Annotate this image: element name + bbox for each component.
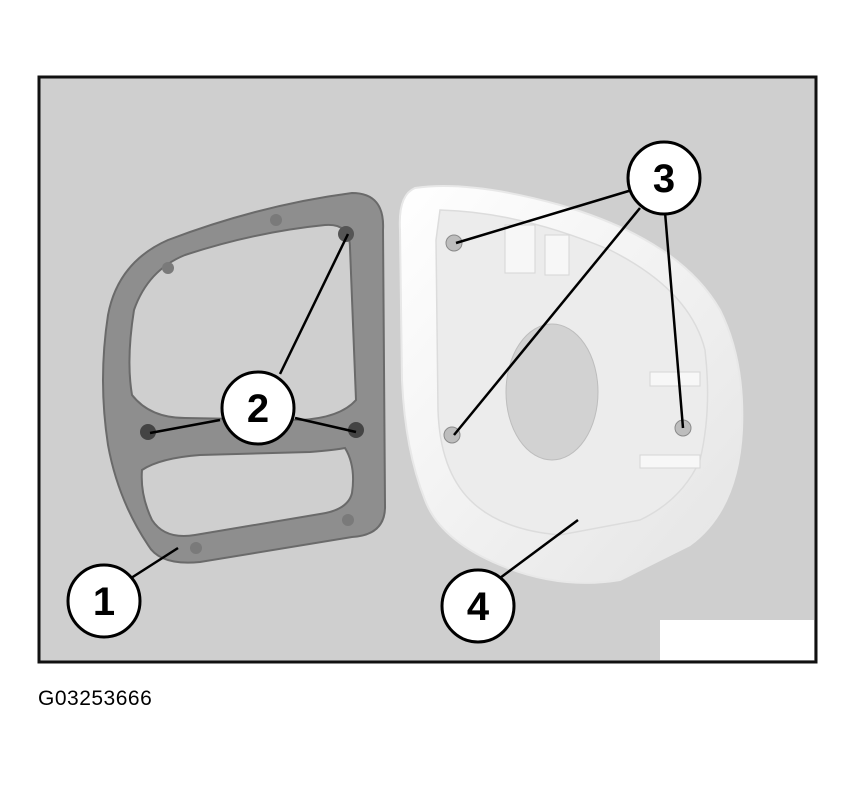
leader-4 xyxy=(499,518,579,580)
housing-stud-top-left xyxy=(445,234,463,252)
leader-3-c xyxy=(663,211,685,429)
housing-rib xyxy=(639,454,701,469)
callout-4: 4 xyxy=(440,568,516,644)
gasket-dimple xyxy=(270,214,282,226)
gasket xyxy=(102,191,387,564)
leader-2-right xyxy=(294,416,357,434)
housing-rib xyxy=(544,234,570,276)
callout-3-number: 3 xyxy=(653,157,675,201)
gasket-hole-right xyxy=(348,422,364,438)
gasket-hole-top-right xyxy=(338,226,354,242)
leader-3-a xyxy=(455,188,633,245)
callout-4-number: 4 xyxy=(467,585,490,629)
leader-lines xyxy=(127,188,685,582)
leader-2-top xyxy=(278,233,350,375)
callout-1: 1 xyxy=(66,563,142,639)
housing-rib xyxy=(504,224,536,274)
callout-2-number: 2 xyxy=(247,387,269,431)
callout-3: 3 xyxy=(626,140,702,216)
gasket-hole-left xyxy=(140,424,156,440)
housing-rib xyxy=(649,371,701,387)
housing xyxy=(398,185,744,584)
white-corner-patch xyxy=(660,620,814,660)
housing-opening xyxy=(505,323,599,461)
callout-1-number: 1 xyxy=(93,580,115,624)
gasket-dimple xyxy=(342,514,354,526)
leader-1 xyxy=(127,546,179,582)
callout-2: 2 xyxy=(220,370,296,446)
gasket-dimple xyxy=(162,262,174,274)
leader-2-left xyxy=(149,418,221,435)
leader-3-b xyxy=(453,207,641,436)
gasket-dimple xyxy=(190,542,202,554)
figure-id: G03253666 xyxy=(38,687,153,710)
